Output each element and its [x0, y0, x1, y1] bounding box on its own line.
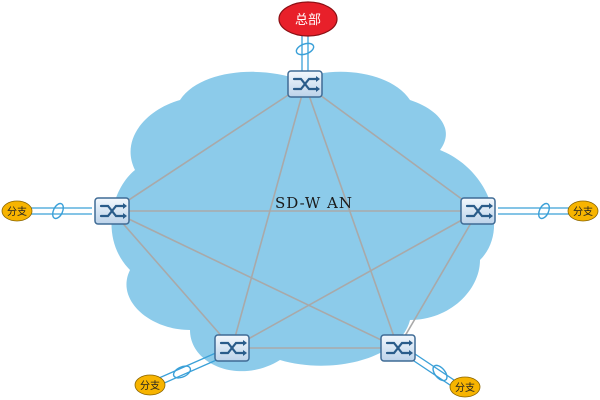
branch-label: 分支 — [7, 206, 27, 218]
router-switch-icon[interactable] — [380, 334, 416, 362]
hq-label: 总部 — [295, 13, 321, 28]
branch-label: 分支 — [140, 380, 160, 392]
uplinks — [24, 30, 570, 390]
branch-label: 分支 — [573, 206, 593, 218]
branch-node[interactable]: 分支 — [134, 374, 166, 396]
branch-label: 分支 — [455, 382, 475, 394]
wan-link-icon — [432, 364, 448, 382]
router-switch-icon[interactable] — [214, 334, 250, 362]
mesh-link — [111, 83, 306, 212]
hq-node[interactable]: 总部 — [278, 1, 338, 37]
network-label: SD-W AN — [275, 194, 353, 212]
mesh-link — [111, 210, 233, 349]
router-switch-icon[interactable] — [287, 70, 323, 98]
sdwan-cloud — [111, 71, 495, 372]
mesh-link — [304, 83, 399, 349]
router-switch-icon[interactable] — [460, 197, 496, 225]
mesh-link — [231, 83, 306, 349]
wan-link-icon — [538, 202, 550, 220]
branch-node[interactable]: 分支 — [1, 200, 33, 222]
branch-node[interactable]: 分支 — [449, 376, 481, 398]
router-switch-icon[interactable] — [94, 197, 130, 225]
wan-link-markers — [52, 42, 550, 382]
mesh-links — [111, 83, 479, 349]
mesh-link — [304, 83, 479, 212]
wan-link-icon — [172, 365, 192, 379]
mesh-link — [397, 210, 479, 349]
wan-link-icon — [52, 202, 64, 220]
wan-link-icon — [295, 42, 315, 56]
branch-node[interactable]: 分支 — [567, 200, 599, 222]
mesh-link — [111, 210, 399, 349]
mesh-link — [231, 210, 479, 349]
